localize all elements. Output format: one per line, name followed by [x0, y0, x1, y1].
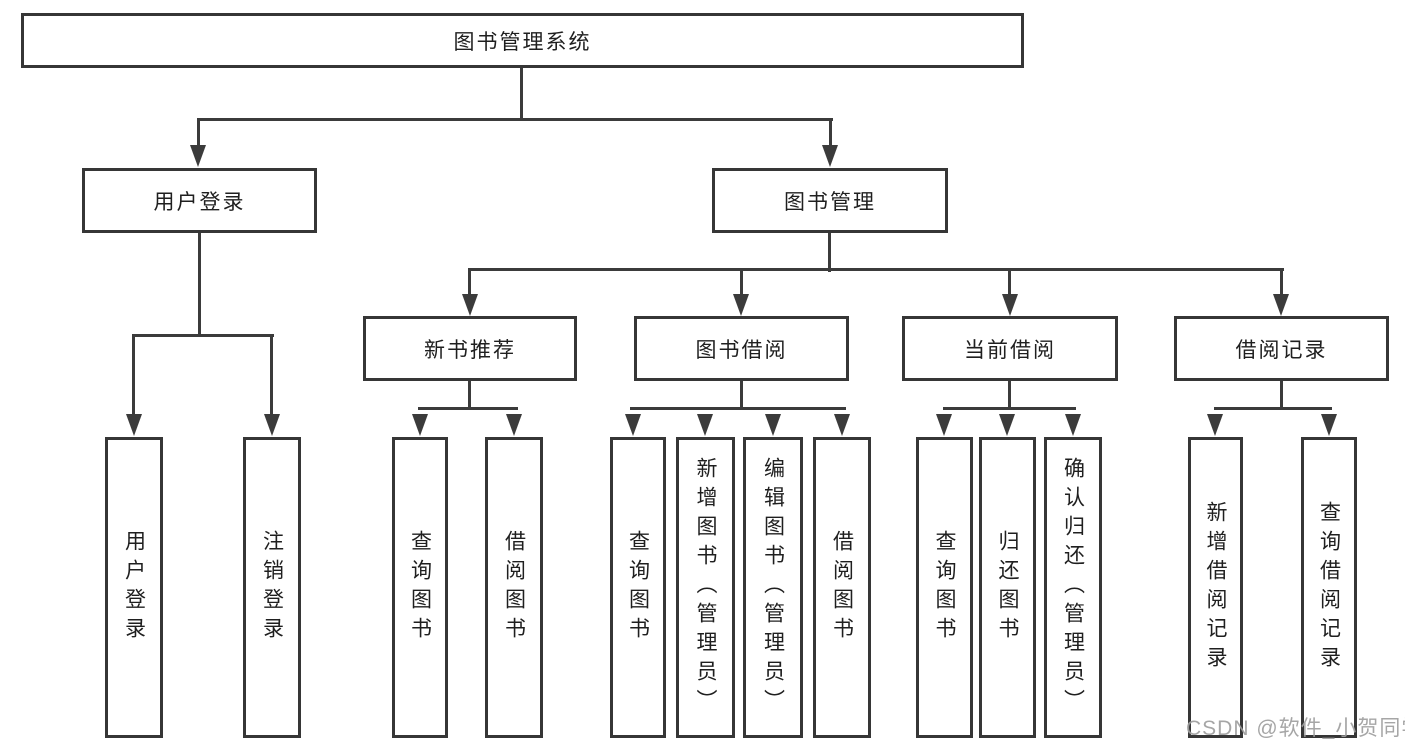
arrow-down-icon: [264, 414, 280, 436]
connector-line: [520, 66, 523, 120]
leaf-label: 查询借阅记录: [1317, 500, 1341, 675]
connector-line: [1280, 268, 1283, 296]
csdn-watermark: CSDN @软件_小贺同学: [1186, 717, 1405, 740]
arrow-down-icon: [733, 294, 749, 316]
arrow-down-icon: [1207, 414, 1223, 436]
connector-line: [1008, 379, 1011, 410]
connector-line: [740, 268, 743, 296]
connector-line: [198, 232, 201, 336]
leaf-query-books-borrow: 查询图书: [610, 437, 666, 738]
node-label: 图书借阅: [695, 338, 788, 362]
leaf-label: 确认归还（管理员）: [1061, 457, 1085, 718]
leaf-label: 查询图书: [408, 529, 432, 646]
node-label: 用户登录: [153, 190, 246, 214]
arrow-down-icon: [697, 414, 713, 436]
leaf-label: 新增图书（管理员）: [694, 457, 718, 718]
node-label: 图书管理: [784, 190, 876, 214]
connector-line: [132, 334, 135, 416]
leaf-label: 新增借阅记录: [1204, 500, 1228, 675]
arrow-down-icon: [999, 414, 1015, 436]
connector-line: [197, 118, 833, 121]
leaf-label: 注销登录: [260, 529, 284, 646]
connector-line: [468, 268, 1284, 271]
arrow-down-icon: [462, 294, 478, 316]
connector-line: [1008, 268, 1011, 296]
arrow-down-icon: [412, 414, 428, 436]
node-label: 借阅记录: [1235, 338, 1328, 362]
arrow-down-icon: [625, 414, 641, 436]
node-book-borrow: 图书借阅: [634, 316, 849, 381]
arrow-down-icon: [822, 145, 838, 167]
leaf-query-books-recommend: 查询图书: [392, 437, 448, 738]
leaf-borrow-books: 借阅图书: [813, 437, 871, 738]
leaf-add-books-admin: 新增图书（管理员）: [676, 437, 735, 738]
leaf-logout: 注销登录: [243, 437, 301, 738]
leaf-confirm-return-admin: 确认归还（管理员）: [1044, 437, 1102, 738]
leaf-return-books: 归还图书: [979, 437, 1036, 738]
arrow-down-icon: [765, 414, 781, 436]
arrow-down-icon: [1321, 414, 1337, 436]
connector-line: [132, 334, 274, 337]
connector-line: [828, 232, 831, 272]
node-new-book-recommend: 新书推荐: [363, 316, 577, 381]
arrow-down-icon: [834, 414, 850, 436]
arrow-down-icon: [506, 414, 522, 436]
connector-line: [468, 379, 471, 410]
leaf-user-login: 用户登录: [105, 437, 163, 738]
arrow-down-icon: [1065, 414, 1081, 436]
leaf-label: 用户登录: [122, 529, 146, 646]
leaf-label: 编辑图书（管理员）: [761, 457, 785, 718]
arrow-down-icon: [1273, 294, 1289, 316]
connector-line: [468, 268, 471, 296]
connector-line: [1280, 379, 1283, 410]
arrow-down-icon: [1002, 294, 1018, 316]
connector-line: [270, 334, 273, 416]
node-label: 新书推荐: [424, 338, 516, 362]
connector-line: [943, 407, 1076, 410]
arrow-down-icon: [936, 414, 952, 436]
leaf-borrow-books-recommend: 借阅图书: [485, 437, 543, 738]
leaf-query-borrow-record: 查询借阅记录: [1301, 437, 1357, 738]
leaf-label: 归还图书: [996, 529, 1020, 646]
node-root-label: 图书管理系统: [453, 30, 592, 54]
leaf-add-borrow-record: 新增借阅记录: [1188, 437, 1243, 738]
connector-line: [630, 407, 846, 410]
leaf-label: 查询图书: [626, 529, 650, 646]
leaf-query-books-current: 查询图书: [916, 437, 973, 738]
arrow-down-icon: [190, 145, 206, 167]
node-current-borrow: 当前借阅: [902, 316, 1118, 381]
leaf-label: 借阅图书: [502, 529, 526, 646]
node-book-management: 图书管理: [712, 168, 948, 233]
node-borrow-records: 借阅记录: [1174, 316, 1389, 381]
node-root: 图书管理系统: [21, 13, 1024, 68]
connector-line: [740, 379, 743, 410]
connector-line: [197, 118, 200, 150]
connector-line: [418, 407, 518, 410]
connector-line: [829, 118, 832, 150]
leaf-edit-books-admin: 编辑图书（管理员）: [743, 437, 803, 738]
leaf-label: 借阅图书: [830, 529, 854, 646]
node-user-login: 用户登录: [82, 168, 317, 233]
connector-line: [1214, 407, 1332, 410]
leaf-label: 查询图书: [933, 529, 957, 646]
node-label: 当前借阅: [964, 338, 1056, 362]
arrow-down-icon: [126, 414, 142, 436]
